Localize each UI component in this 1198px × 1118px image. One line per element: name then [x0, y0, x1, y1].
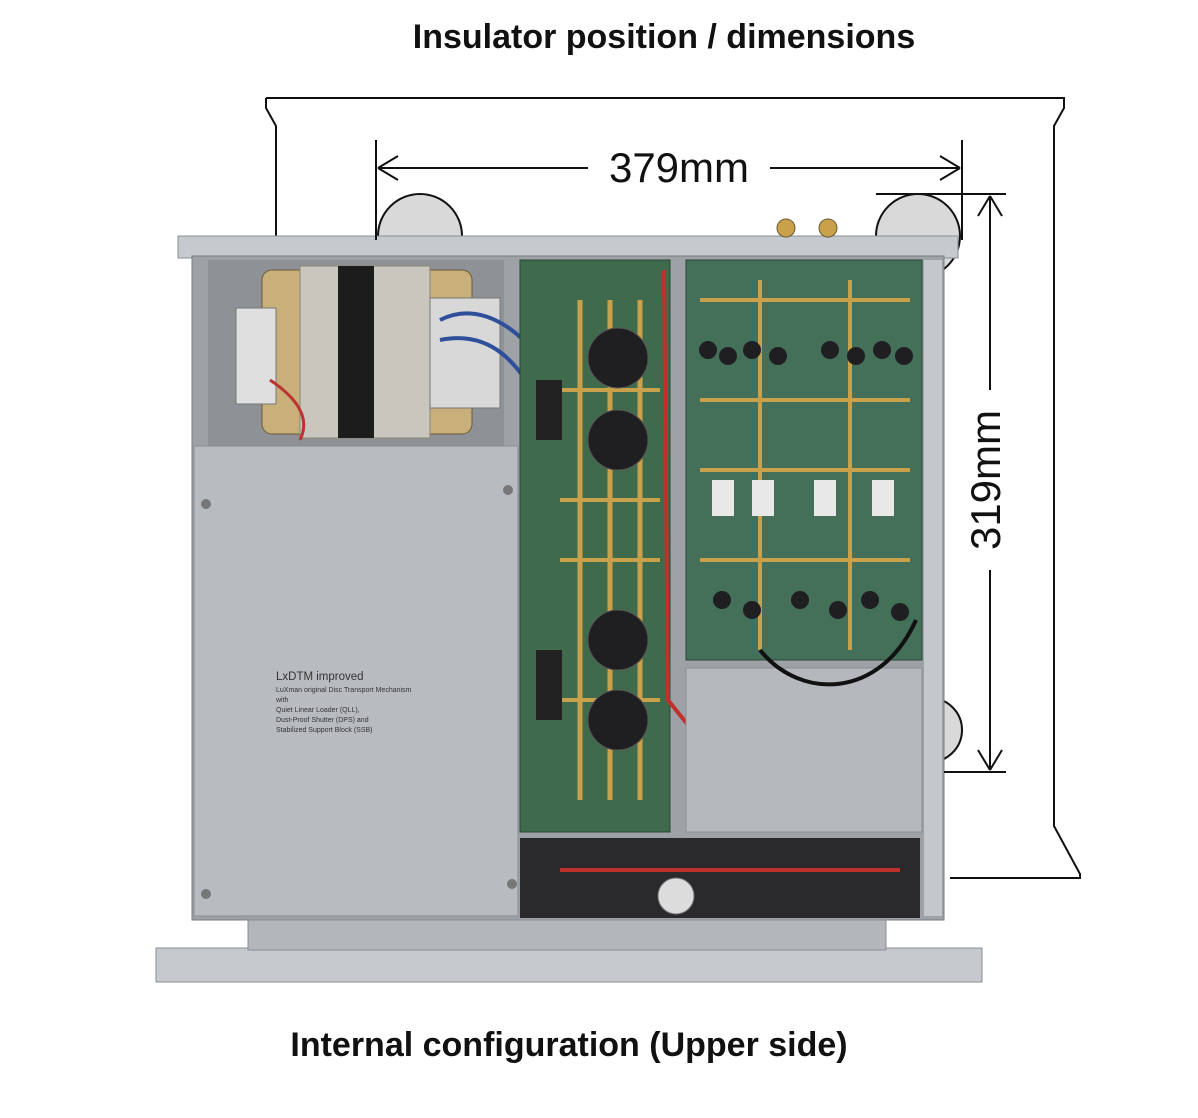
width-dimension: [375, 140, 963, 240]
depth-dimension-label: 319mm: [962, 410, 1009, 550]
filter-capacitor: [587, 327, 649, 389]
diagram-caption: Internal configuration (Upper side): [290, 1026, 848, 1064]
output-jack-right: [818, 218, 838, 238]
mechanism-line: Dust-Proof Shutter (DPS) and: [276, 717, 369, 724]
mechanism-line: with: [275, 697, 289, 704]
mechanism-line: LuXman original Disc Transport Mechanism: [276, 687, 412, 694]
diagram-title: Insulator position / dimensions: [412, 18, 916, 56]
width-dimension-label: 379mm: [609, 144, 749, 191]
mechanism-line: Stabilized Support Block (SSB): [276, 727, 373, 734]
mechanism-line: Quiet Linear Loader (QLL),: [276, 707, 360, 714]
depth-dimension: [876, 193, 1006, 773]
filter-capacitor: [587, 689, 649, 751]
disc-mechanism-cover: [193, 445, 519, 917]
front-panel: [155, 947, 983, 983]
filter-capacitor: [587, 609, 649, 671]
mechanism-heading: LxDTM improved: [276, 671, 364, 683]
chassis: [155, 218, 983, 983]
output-jack-left: [776, 218, 796, 238]
filter-capacitor: [587, 409, 649, 471]
